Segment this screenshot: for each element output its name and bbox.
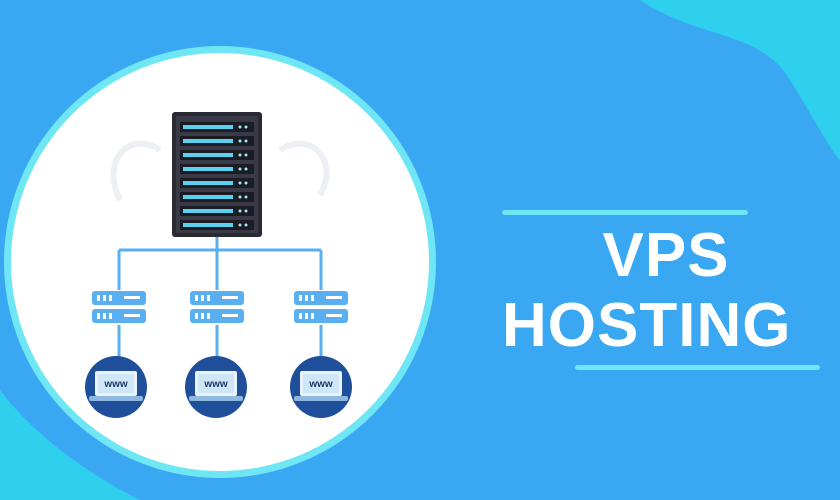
accent-line-bottom <box>575 365 820 370</box>
accent-line-top <box>502 210 748 215</box>
rack-server-icon <box>172 112 262 237</box>
laptop-www-icon: www <box>290 356 352 418</box>
faint-decoration <box>110 140 330 202</box>
bottom-left-blob <box>0 390 140 500</box>
server-unit-icon <box>190 291 244 323</box>
headline-vps: VPS <box>602 221 730 290</box>
www-label: www <box>203 379 228 390</box>
connector-lines <box>117 237 323 358</box>
server-unit-icon <box>92 291 146 323</box>
rack-units <box>180 122 254 230</box>
top-right-blob <box>640 0 840 160</box>
headline-hosting: HOSTING <box>502 291 792 360</box>
laptop-www-icon: www <box>185 356 247 418</box>
www-label: www <box>308 379 333 390</box>
headline: VPS HOSTING <box>490 205 830 385</box>
www-label: www <box>103 379 128 390</box>
laptop-www-icon: www <box>85 356 147 418</box>
server-unit-icon <box>294 291 348 323</box>
